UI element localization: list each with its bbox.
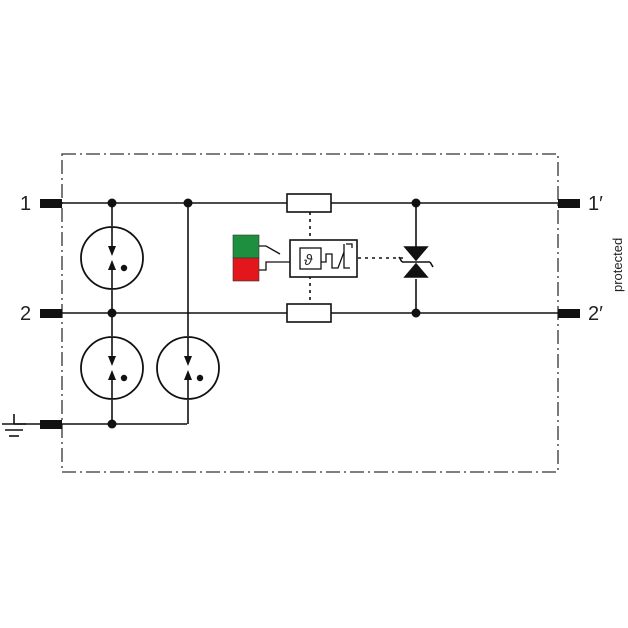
terminal-2-label: 2 bbox=[20, 303, 31, 325]
junction-dot bbox=[107, 308, 117, 318]
gas-discharge-tube-icon bbox=[80, 226, 144, 290]
terminal-ground-block bbox=[40, 420, 62, 429]
thermal-sensor-box bbox=[299, 247, 322, 270]
junction-dot bbox=[183, 198, 193, 208]
terminal-1-out-label: 1′ bbox=[588, 193, 603, 215]
bidirectional-tvs-diode-icon bbox=[398, 246, 434, 278]
ground-icon bbox=[2, 414, 40, 437]
terminal-1-block bbox=[40, 199, 62, 208]
terminal-2-out-block bbox=[558, 309, 580, 318]
junction-dot bbox=[411, 198, 421, 208]
terminal-1-label: 1 bbox=[20, 193, 31, 215]
thermal-disconnector: ϑ bbox=[289, 239, 358, 278]
switch-contact-icon bbox=[321, 243, 353, 269]
protected-side-label: protected bbox=[610, 238, 625, 292]
thermal-symbol: ϑ bbox=[304, 252, 313, 269]
gas-discharge-tube-icon bbox=[80, 336, 144, 400]
indicator-link bbox=[259, 245, 290, 271]
terminal-2-out-label: 2′ bbox=[588, 303, 603, 325]
terminals bbox=[40, 199, 580, 429]
junction-dot bbox=[107, 198, 117, 208]
status-indicator bbox=[232, 234, 290, 282]
conductors bbox=[62, 202, 558, 425]
junction-dot bbox=[411, 308, 421, 318]
status-fault-indicator bbox=[232, 257, 260, 282]
mechanical-coupling bbox=[309, 212, 407, 304]
gas-discharge-tube-icon bbox=[156, 336, 220, 400]
status-ok-indicator bbox=[232, 234, 260, 259]
junction-dot bbox=[107, 419, 117, 429]
resistor-icon bbox=[286, 193, 332, 213]
terminal-1-out-block bbox=[558, 199, 580, 208]
junction-dots bbox=[107, 198, 421, 429]
terminal-2-block bbox=[40, 309, 62, 318]
resistor-icon bbox=[286, 303, 332, 323]
